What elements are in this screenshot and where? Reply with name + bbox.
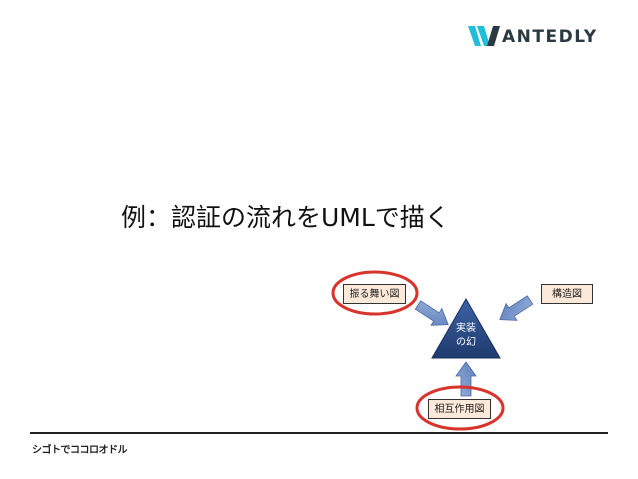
highlight-interaction-ellipse bbox=[415, 385, 505, 431]
implementation-label-line2: の幻 bbox=[456, 337, 476, 348]
wantedly-logo: ANTEDLY bbox=[467, 22, 598, 52]
wantedly-w-mark-icon bbox=[468, 26, 500, 46]
interaction-diagram-box: 相互作用図 bbox=[428, 399, 491, 419]
logo-wordmark: ANTEDLY bbox=[502, 27, 598, 47]
implementation-label: 実装 の幻 bbox=[446, 322, 486, 350]
arrow-from-behavior bbox=[414, 300, 449, 326]
behavior-diagram-box: 振る舞い図 bbox=[343, 284, 406, 304]
footer-divider bbox=[30, 432, 608, 434]
slide-title: 例：認証の流れをUMLで描く bbox=[121, 203, 450, 232]
arrow-from-interaction bbox=[455, 361, 477, 397]
structure-diagram-box: 構造図 bbox=[541, 284, 593, 304]
highlight-behavior-ellipse bbox=[331, 270, 419, 316]
arrow-from-structure bbox=[499, 295, 534, 321]
implementation-label-line1: 実装 bbox=[456, 323, 476, 334]
implementation-triangle bbox=[431, 297, 501, 359]
footer-tagline: シゴトでココロオドル bbox=[32, 445, 128, 456]
